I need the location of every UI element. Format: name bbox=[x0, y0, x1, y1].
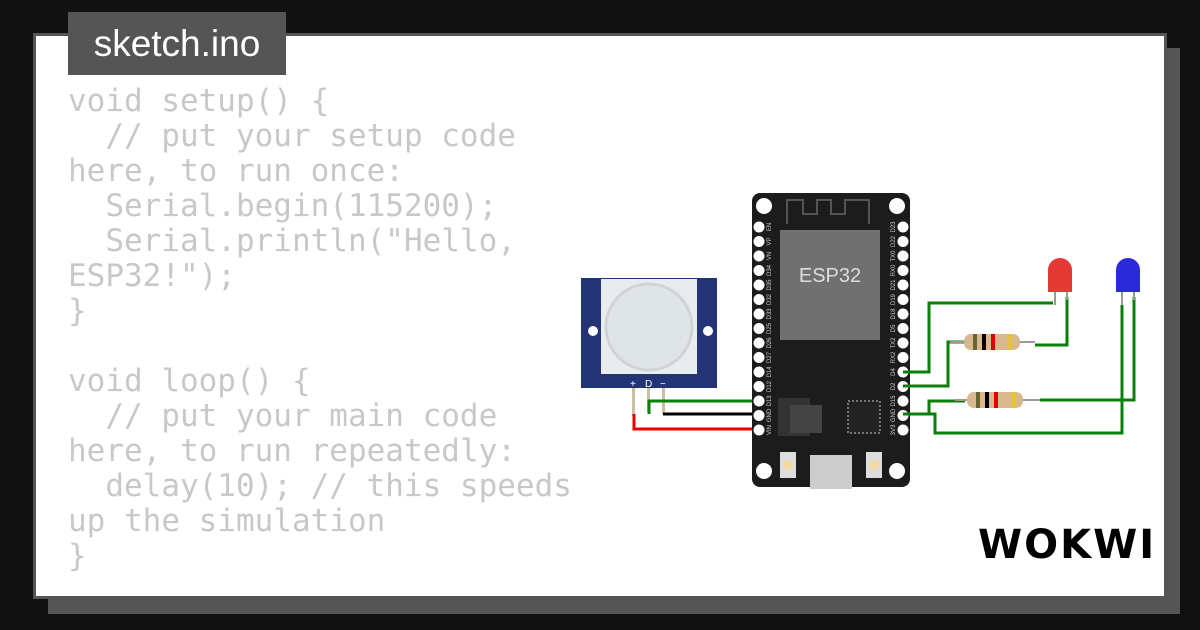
pin-label: D12 bbox=[767, 380, 773, 392]
chip-label: ESP32 bbox=[799, 265, 861, 287]
resistor-1[interactable] bbox=[950, 334, 1035, 350]
pin-rx2[interactable] bbox=[897, 352, 909, 363]
wire-signal bbox=[647, 399, 759, 414]
wokwi-logo: WOKWI bbox=[978, 522, 1157, 568]
pin-d13[interactable] bbox=[753, 395, 765, 407]
pin-label: D32 bbox=[767, 293, 773, 305]
wire-vcc bbox=[632, 414, 759, 431]
pin-label: VIN bbox=[767, 425, 773, 435]
pin-label: 3V3 bbox=[891, 424, 897, 435]
pin-label: D4 bbox=[891, 368, 897, 376]
pin-vn[interactable] bbox=[753, 250, 765, 262]
pin-d12[interactable] bbox=[753, 381, 765, 392]
pir-pin-label: − bbox=[660, 379, 666, 390]
pin-d32[interactable] bbox=[753, 294, 765, 305]
pin-label: TX2 bbox=[891, 337, 897, 349]
pin-label: VN bbox=[767, 252, 773, 260]
pin-d25[interactable] bbox=[753, 323, 765, 334]
pin-d34[interactable] bbox=[753, 265, 765, 276]
pin-d19[interactable] bbox=[897, 294, 909, 305]
pin-label: TX0 bbox=[891, 250, 897, 262]
pin-label: D15 bbox=[891, 395, 897, 407]
pin-label: D27 bbox=[767, 351, 773, 363]
pin-d21[interactable] bbox=[897, 279, 909, 291]
led-blue[interactable] bbox=[1116, 258, 1140, 305]
svg-text:+D−: + D− bbox=[630, 379, 666, 390]
pin-d14[interactable] bbox=[753, 366, 765, 378]
pin-d26[interactable] bbox=[753, 337, 765, 349]
pin-label: D22 bbox=[891, 235, 897, 247]
pin-label: D35 bbox=[767, 279, 773, 291]
pin-d18[interactable] bbox=[897, 308, 909, 320]
pin-label: D21 bbox=[891, 279, 897, 291]
pin-label: EN bbox=[767, 223, 773, 231]
pin-tx2[interactable] bbox=[897, 337, 909, 349]
pin-label: RX2 bbox=[891, 351, 897, 363]
pin-label: GND bbox=[891, 408, 897, 422]
code-line: Serial.println("Hello, ESP32!"); bbox=[68, 223, 535, 294]
pir-sensor[interactable]: + D− bbox=[581, 278, 717, 416]
pin-label: D2 bbox=[891, 382, 897, 390]
code-editor: void setup() { // put your setup code he… bbox=[68, 84, 573, 574]
pin-d5[interactable] bbox=[897, 323, 909, 334]
pin-en[interactable] bbox=[753, 221, 765, 233]
code-line: // put your setup code here, to run once… bbox=[68, 118, 535, 189]
pin-label: D19 bbox=[891, 293, 897, 305]
pin-label: D14 bbox=[767, 366, 773, 378]
code-line: void setup() { bbox=[68, 83, 330, 119]
pin-label: D34 bbox=[767, 264, 773, 276]
pin-label: RX0 bbox=[891, 264, 897, 276]
pin-label: D26 bbox=[767, 337, 773, 349]
pin-label: D33 bbox=[767, 308, 773, 320]
pin-label: GND bbox=[767, 408, 773, 422]
pin-3v3[interactable] bbox=[897, 424, 909, 436]
code-line: Serial.begin(115200); bbox=[68, 188, 498, 224]
pir-pin-label: D bbox=[645, 379, 652, 390]
code-line: } bbox=[68, 293, 87, 329]
pin-gnd[interactable] bbox=[753, 410, 765, 421]
pin-label: D25 bbox=[767, 322, 773, 334]
esp32-board[interactable]: ESP32 ENVPVND34D35D32D33D25D26D27D14D12D… bbox=[752, 193, 910, 489]
resistor-2[interactable] bbox=[955, 392, 1040, 408]
pin-d23[interactable] bbox=[897, 221, 909, 233]
pin-label: D18 bbox=[891, 308, 897, 320]
pin-label: VP bbox=[767, 237, 773, 245]
led-red[interactable] bbox=[1048, 258, 1072, 305]
pin-vin[interactable] bbox=[753, 424, 765, 436]
pin-d35[interactable] bbox=[753, 279, 765, 291]
pin-d15[interactable] bbox=[897, 395, 909, 407]
pin-label: D13 bbox=[767, 395, 773, 407]
pin-d33[interactable] bbox=[753, 308, 765, 320]
pin-label: D23 bbox=[891, 221, 897, 233]
code-line: // put your main code here, to run repea… bbox=[68, 398, 516, 469]
pin-tx0[interactable] bbox=[897, 250, 909, 262]
pin-d22[interactable] bbox=[897, 236, 909, 247]
file-tab[interactable]: sketch.ino bbox=[68, 12, 286, 75]
pir-pin-label: + bbox=[630, 379, 636, 390]
pin-vp[interactable] bbox=[753, 236, 765, 247]
pin-rx0[interactable] bbox=[897, 265, 909, 276]
pin-label: D5 bbox=[891, 324, 897, 332]
code-line: void loop() { bbox=[68, 363, 311, 399]
code-line: delay(10); // this speeds up the simulat… bbox=[68, 468, 572, 539]
code-line: } bbox=[68, 538, 87, 574]
pin-d27[interactable] bbox=[753, 352, 765, 363]
